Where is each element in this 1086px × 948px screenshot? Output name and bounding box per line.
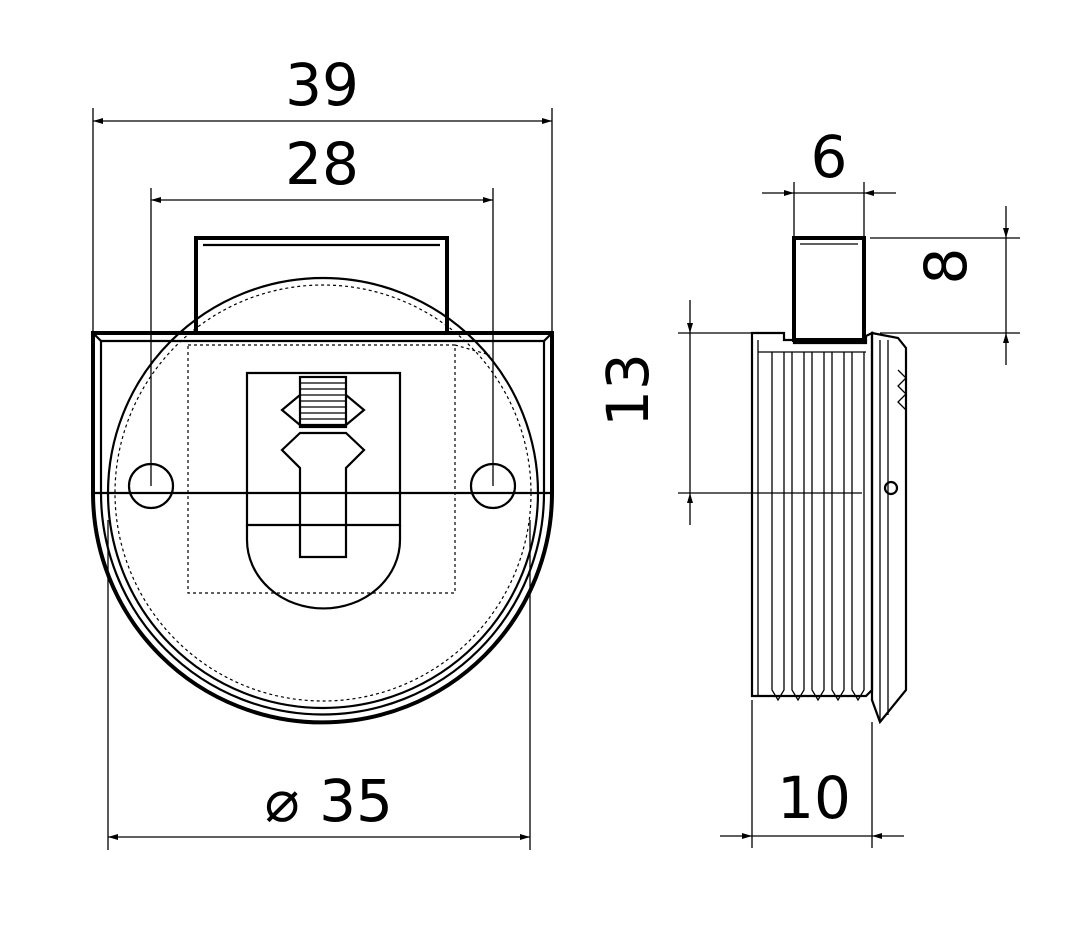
lock-cam [245,525,402,610]
dim-pin-height: 8 [870,206,1020,365]
body-outline [91,331,554,725]
side-pin-hole [883,480,899,496]
front-view [91,236,554,725]
dim-diameter: ⌀ 35 [107,520,531,850]
dim-pin-width: 6 [762,123,896,238]
screw-thread [300,382,346,420]
screw-shaft [280,431,366,559]
dim-overall-width: 39 [92,51,553,333]
lock-housing [245,371,402,527]
side-ribs [771,352,865,702]
side-pin [792,236,866,342]
dim-center-height-label: 13 [594,353,662,427]
dim-thickness-label: 10 [777,764,851,832]
dim-pin-spacing-label: 28 [285,130,359,198]
dim-pin-height-label: 8 [912,248,980,285]
dim-pin-spacing: 28 [150,130,494,486]
side-cap [870,331,908,725]
dim-pin-width-label: 6 [811,123,848,191]
dim-overall-width-label: 39 [285,51,359,119]
screw-head [298,375,348,429]
chamfer-right [543,332,553,342]
dim-center-height: 13 [594,300,862,525]
dim-diameter-symbol: ⌀ [265,767,300,835]
top-pin [194,236,449,333]
body-inner-outline [99,339,546,716]
chamfer-left [92,332,102,342]
dim-thickness: 10 [720,700,904,848]
side-view [750,236,908,725]
screw-nut [280,394,366,427]
hidden-slot [187,344,456,594]
dim-diameter-label: 35 [319,767,393,835]
